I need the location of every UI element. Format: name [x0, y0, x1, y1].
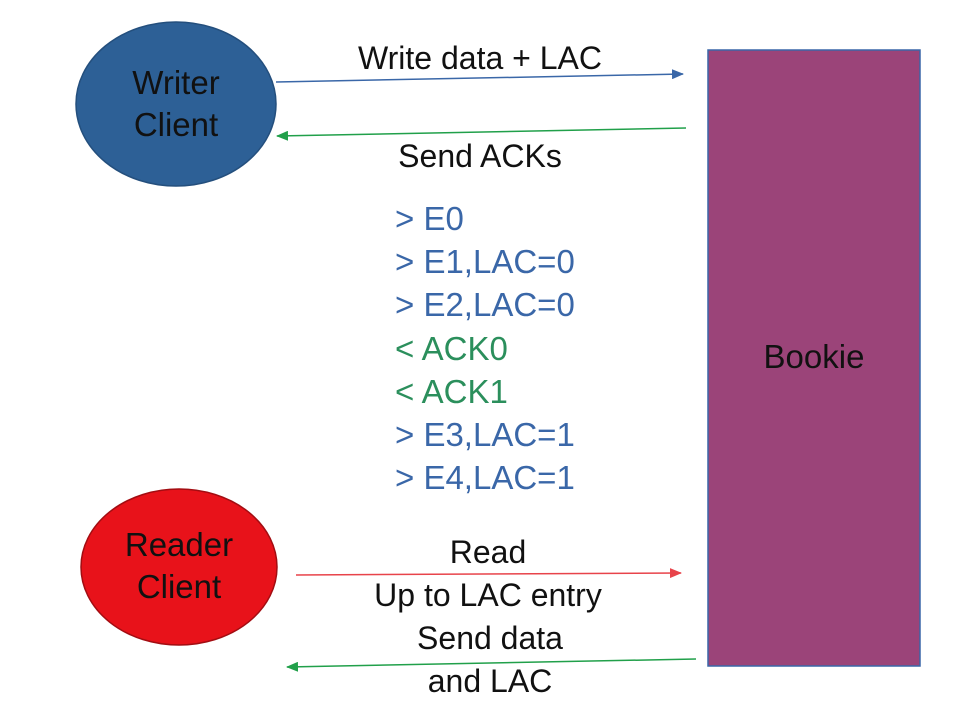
send-data-arrow-line1: Send data [417, 620, 563, 656]
message-log: > E0 > E1,LAC=0 > E2,LAC=0 < ACK0 < ACK1… [395, 197, 575, 499]
writer-client-line2: Client [133, 106, 219, 143]
write-arrow-label: Write data + LAC [358, 40, 602, 76]
read-arrow [295, 568, 682, 579]
log-entry: > E1,LAC=0 [395, 243, 575, 281]
reader-client-node [80, 488, 278, 646]
send-data-arrow-line2: and LAC [427, 663, 553, 699]
log-entry: > E0 [395, 200, 464, 237]
writer-client-node [75, 21, 277, 187]
log-entry: < ACK1 [395, 372, 508, 410]
bookie-node [707, 49, 921, 667]
log-entry: > E4,LAC=1 [395, 459, 575, 497]
read-arrow-line2: Up to LAC entry [374, 577, 602, 613]
writer-client-label: Writer Client [96, 62, 256, 146]
read-arrow-label: Read Up to LAC entry [338, 531, 638, 617]
send-data-arrow-label: Send data and LAC [340, 617, 640, 703]
read-arrow-line1: Read [449, 534, 527, 570]
log-entry: > E3,LAC=1 [395, 416, 575, 454]
ack-arrow-label: Send ACKs [398, 138, 562, 174]
reader-client-line2: Client [136, 568, 222, 605]
ack-arrow [276, 127, 687, 141]
log-entry: > E2,LAC=0 [395, 286, 575, 324]
bookie-label: Bookie [763, 338, 865, 375]
reader-client-line1: Reader [124, 526, 234, 563]
reader-client-label: Reader Client [99, 524, 259, 608]
log-entry: < ACK0 [395, 329, 508, 367]
writer-client-line1: Writer [132, 64, 220, 101]
write-arrow [275, 69, 684, 83]
send-data-arrow [286, 658, 697, 672]
